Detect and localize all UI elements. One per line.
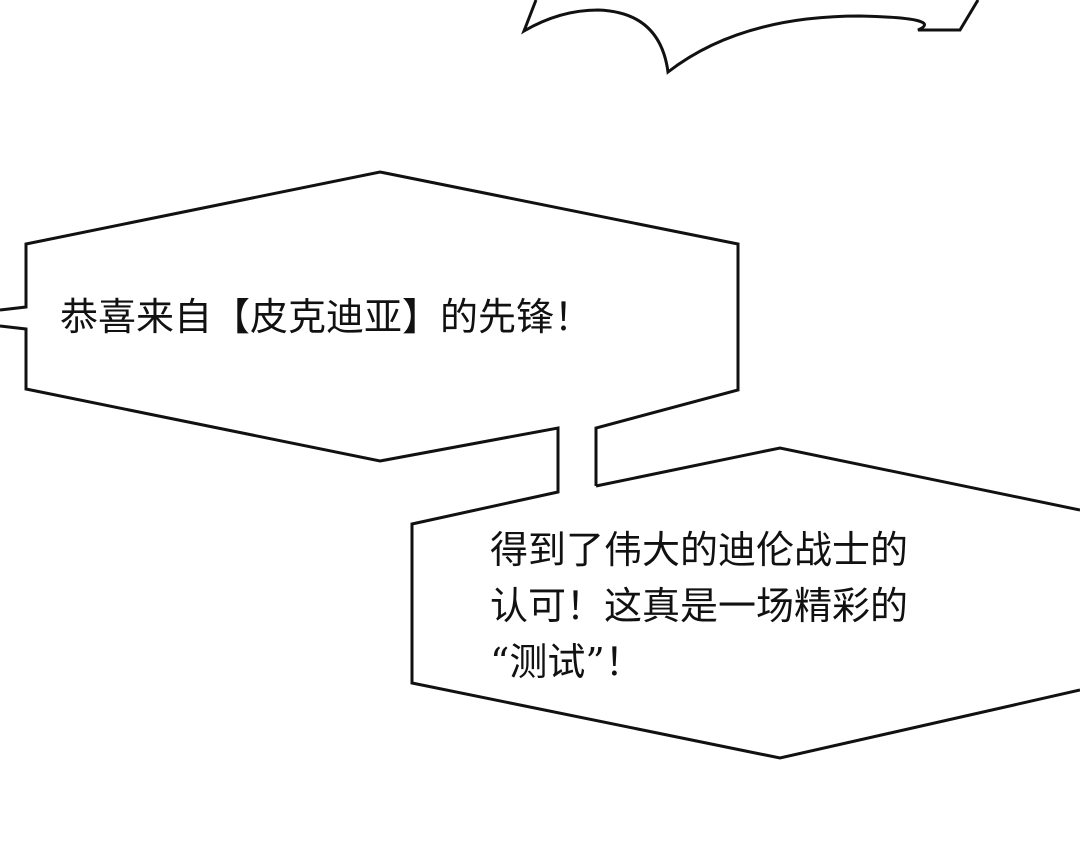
bubble-2-text: 得到了伟大的迪伦战士的 认可！这真是一场精彩的 “测试”！ — [490, 522, 908, 690]
bubble-2-line-3: “测试”！ — [490, 640, 643, 684]
bubble-1-text: 恭喜来自【皮克迪亚】的先锋！ — [60, 292, 592, 342]
bubble-2-line-2: 认可！这真是一场精彩的 — [490, 584, 909, 628]
bubble-1-line-1: 恭喜来自【皮克迪亚】的先锋！ — [60, 295, 593, 339]
bubble-2-line-1: 得到了伟大的迪伦战士的 — [490, 528, 909, 572]
